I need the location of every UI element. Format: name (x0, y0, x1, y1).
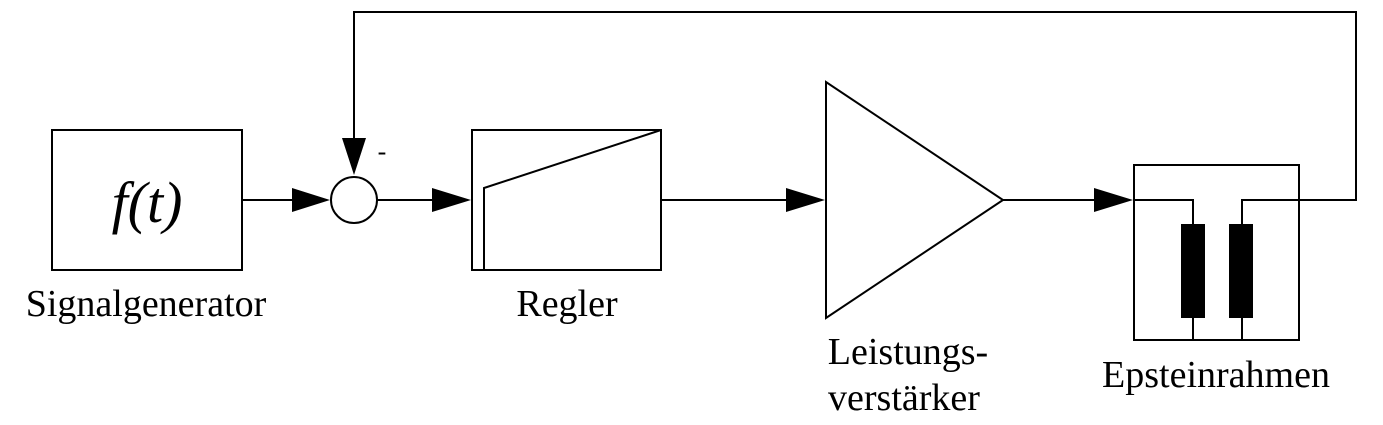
epstein-coil-right (1229, 224, 1253, 318)
arrowhead-to-epstein (1094, 188, 1133, 212)
epstein-frame-label: Epsteinrahmen (1102, 354, 1330, 396)
arrowhead-to-amplifier (786, 188, 825, 212)
feedback-minus-sign: - (378, 137, 387, 166)
controller-block (471, 129, 662, 271)
arrowhead-to-controller (432, 188, 471, 212)
power-amplifier-triangle (825, 80, 1005, 320)
signal-generator-block: f(t) (51, 129, 243, 271)
summing-junction (330, 176, 378, 224)
power-amplifier-label-line1: Leistungs- (828, 331, 988, 373)
controller-step-ramp-symbol (483, 129, 662, 270)
power-amplifier-label-line2: verstärker (828, 377, 980, 419)
signal-generator-box (51, 129, 243, 271)
signal-generator-function: f(t) (112, 170, 183, 235)
epstein-coil-left (1181, 224, 1205, 318)
controller-box (471, 129, 662, 271)
feedback-arrowhead (342, 138, 366, 175)
signal-generator-label: Signalgenerator (26, 283, 267, 325)
arrowhead-to-sum (292, 188, 330, 212)
feedback-line (353, 11, 1357, 201)
epstein-frame-box (1133, 164, 1300, 341)
epstein-frame-block (1133, 164, 1300, 341)
controller-label: Regler (516, 283, 618, 325)
